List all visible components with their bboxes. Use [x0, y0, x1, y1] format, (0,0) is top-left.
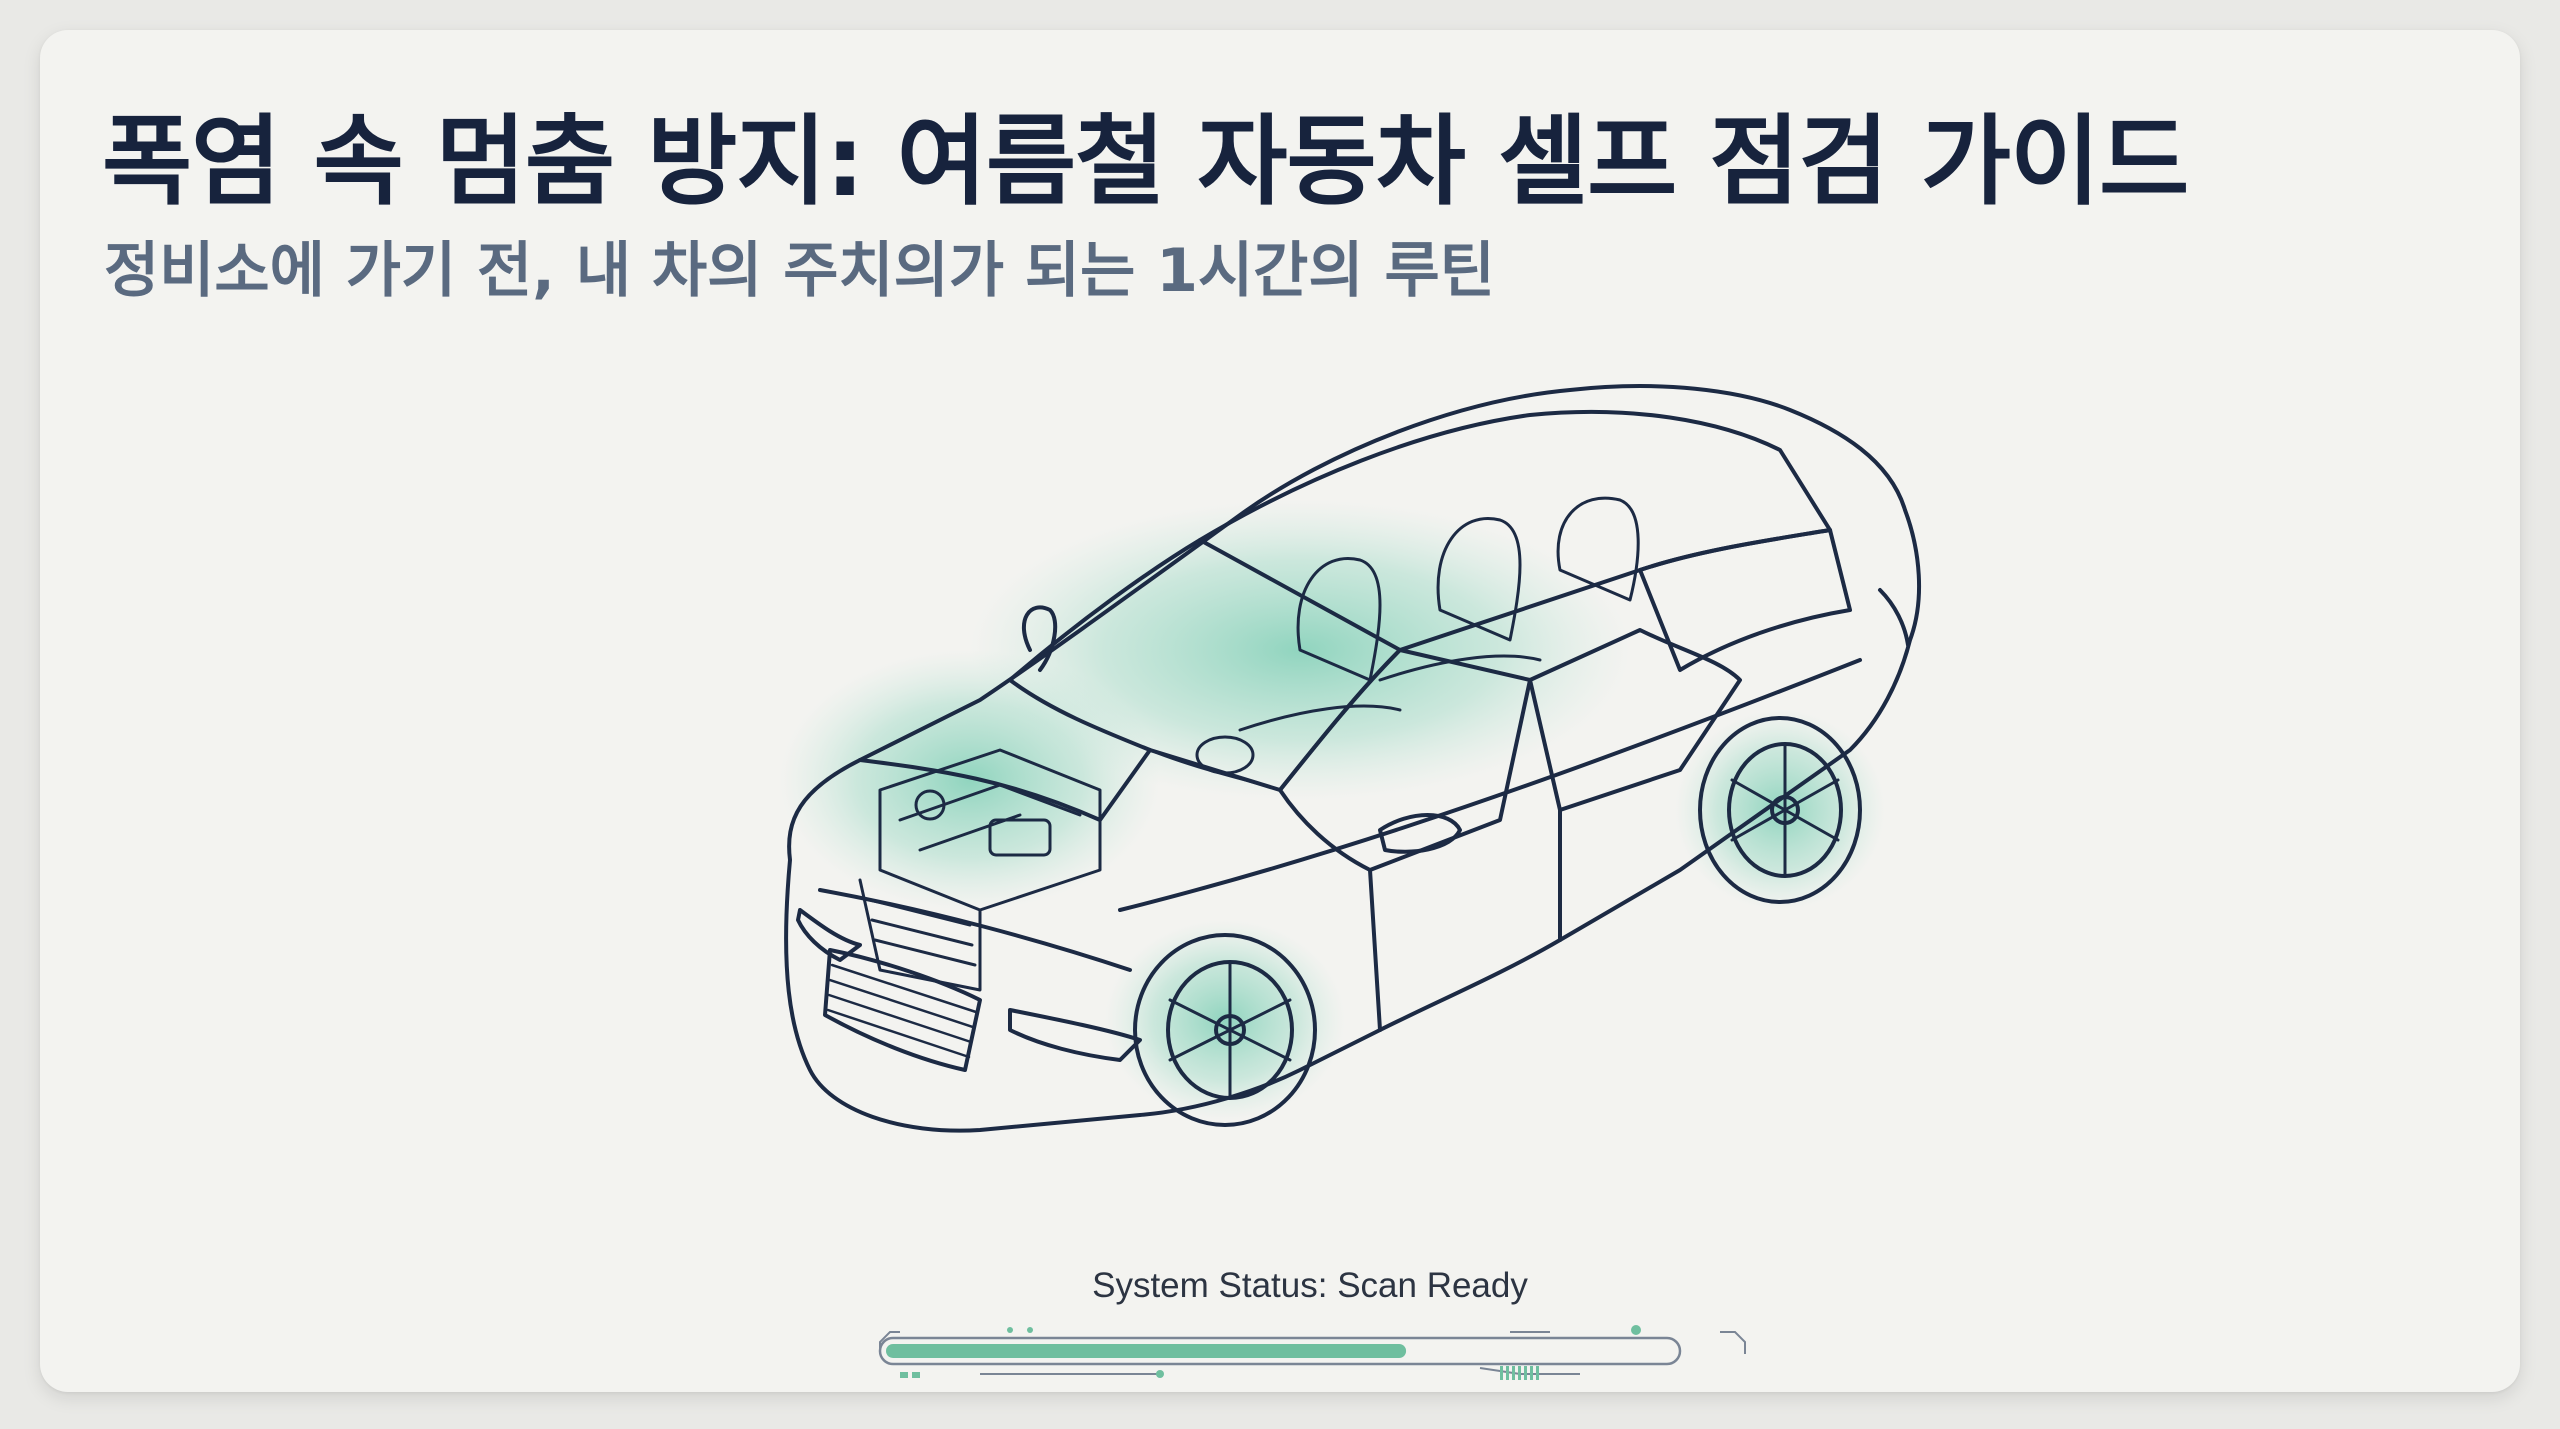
circuit-dots [900, 1325, 1641, 1378]
barcode-marks [1500, 1366, 1539, 1380]
rear-window [1638, 528, 1852, 672]
door-line-front [1368, 868, 1382, 1032]
belt-line [1118, 658, 1862, 912]
status-panel: System Status: Scan Ready [860, 1230, 1760, 1390]
side-mirror [1378, 813, 1462, 854]
side-window-rear [1528, 628, 1742, 812]
front-rim-spokes [1168, 960, 1292, 1100]
front-hub [1214, 1014, 1246, 1046]
car-body-outline [784, 384, 1922, 1133]
progress-fill [886, 1344, 1407, 1358]
hood-line [858, 748, 1152, 822]
slide-card: 폭염 속 멈춤 방지: 여름철 자동차 셀프 점검 가이드 정비소에 가기 전,… [40, 30, 2520, 1392]
progress-track [878, 1336, 1682, 1366]
rear-rim-spokes [1730, 742, 1840, 878]
antenna [1022, 605, 1058, 672]
car-illustration [780, 384, 1922, 1133]
status-label: System Status: Scan Ready [1092, 1266, 1528, 1305]
rear-tire [1698, 716, 1862, 904]
front-wheel-glow [1105, 920, 1345, 1120]
headlight-right [1008, 1008, 1142, 1062]
tail-light [1878, 588, 1910, 647]
headlight-left [796, 908, 862, 962]
seats [1238, 496, 1640, 732]
engine-block [858, 748, 1102, 992]
front-grille [823, 948, 982, 1072]
rear-hub [1770, 795, 1800, 825]
scan-progress-widget [878, 1325, 1746, 1380]
slide-title: 폭염 속 멈춤 방지: 여름철 자동차 셀프 점검 가이드 [102, 105, 2189, 219]
front-tire [1133, 933, 1317, 1127]
side-window-front [1278, 648, 1532, 872]
grille-slats [826, 963, 978, 1059]
slide-subtitle: 정비소에 가기 전, 내 차의 주치의가 되는 1시간의 루틴 [104, 236, 1495, 306]
steering-wheel [1195, 735, 1255, 775]
rear-wheel-glow [1675, 710, 1885, 910]
